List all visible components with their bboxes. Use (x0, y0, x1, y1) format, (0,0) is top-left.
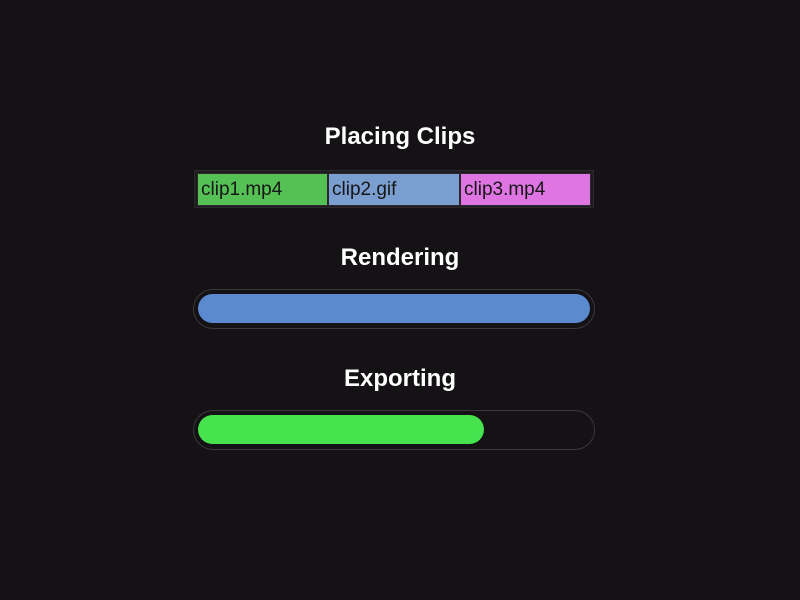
exporting-title: Exporting (344, 365, 456, 392)
exporting-progress-fill (198, 415, 484, 444)
exporting-progress-bar (193, 410, 595, 450)
clip-block-1[interactable]: clip1.mp4 (197, 173, 328, 206)
clip-block-2[interactable]: clip2.gif (328, 173, 460, 206)
clip-timeline: clip1.mp4 clip2.gif clip3.mp4 (194, 170, 594, 208)
rendering-progress-fill (198, 294, 590, 323)
rendering-title: Rendering (340, 244, 460, 271)
rendering-progress-bar (193, 289, 595, 329)
placing-clips-title: Placing Clips (324, 123, 476, 150)
clip-block-3[interactable]: clip3.mp4 (460, 173, 591, 206)
